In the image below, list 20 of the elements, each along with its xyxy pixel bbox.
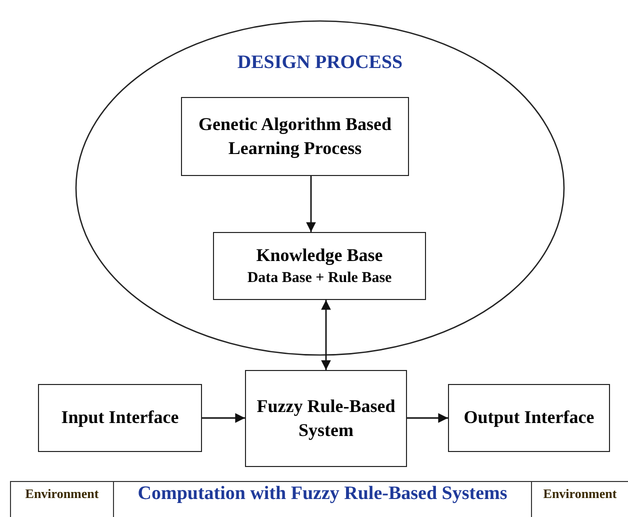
box-label: Input Interface — [60, 406, 180, 430]
box-label: Knowledge Base — [255, 244, 384, 267]
process-box — [213, 232, 426, 300]
design-process-ellipse — [75, 20, 565, 356]
group-title: DESIGN PROCESS — [236, 52, 404, 74]
arrow — [321, 300, 331, 370]
environment-label: Environment — [10, 481, 113, 517]
arrow — [202, 413, 245, 423]
process-box — [38, 384, 202, 452]
box-label: Fuzzy Rule-Based System — [256, 395, 396, 442]
process-box — [181, 97, 409, 176]
arrow — [407, 413, 448, 423]
box-subtitle: Data Base + Rule Base — [246, 268, 393, 288]
environment-label: Environment — [531, 481, 628, 517]
box-label: Genetic Algorithm Based Learning Process — [198, 113, 392, 160]
process-box — [448, 384, 610, 452]
arrow — [306, 176, 316, 232]
box-label: Output Interface — [462, 406, 596, 430]
process-box — [245, 370, 407, 467]
strip-heading: Computation with Fuzzy Rule-Based Systems — [113, 481, 531, 517]
